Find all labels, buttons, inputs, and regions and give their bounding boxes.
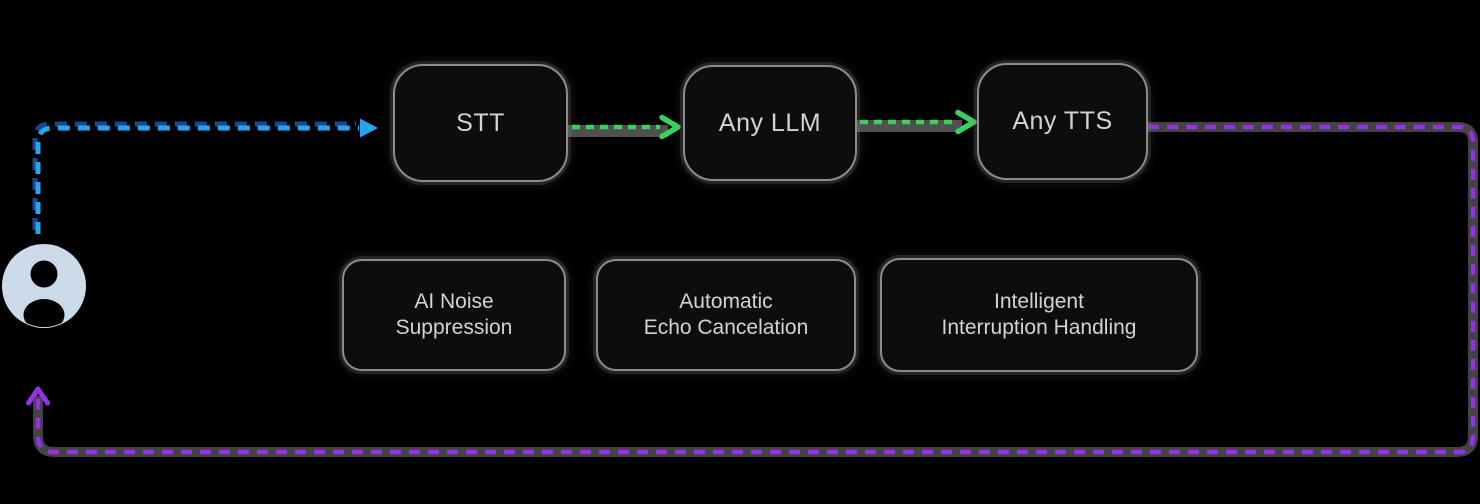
stt-to-llm-arrowhead-icon bbox=[659, 114, 681, 140]
feature-automatic-echo-cancelation: Automatic Echo Cancelation bbox=[596, 259, 856, 371]
user-to-stt-shadow bbox=[32, 121, 356, 230]
feature-ai-noise-suppression: AI Noise Suppression bbox=[342, 259, 566, 371]
user-avatar-icon bbox=[2, 244, 86, 328]
feature-echo-line1: Automatic bbox=[679, 290, 773, 313]
stt-to-llm-connector bbox=[558, 114, 681, 140]
tts-to-user-connector bbox=[26, 122, 1478, 457]
node-any-tts-label: Any TTS bbox=[1012, 107, 1113, 135]
feature-interrupt-line1: Intelligent bbox=[994, 290, 1084, 313]
tts-to-user-arrowhead-icon bbox=[26, 386, 50, 406]
feature-noise-line2: Suppression bbox=[395, 316, 513, 339]
feature-noise-line1: AI Noise bbox=[414, 290, 494, 313]
node-stt-label: STT bbox=[456, 108, 505, 137]
node-any-tts: Any TTS bbox=[977, 63, 1148, 180]
feature-interrupt-line2: Interruption Handling bbox=[941, 316, 1137, 339]
user-to-stt-connector bbox=[32, 118, 378, 234]
feature-intelligent-interruption-handling: Intelligent Interruption Handling bbox=[880, 258, 1198, 372]
user-avatar-body bbox=[23, 299, 65, 327]
user-to-stt-arrowhead-icon bbox=[360, 118, 378, 138]
node-stt: STT bbox=[393, 64, 568, 182]
user-avatar-head bbox=[30, 260, 58, 288]
llm-to-tts-arrowhead-icon bbox=[955, 109, 977, 135]
node-any-llm-label: Any LLM bbox=[718, 108, 822, 137]
tts-to-user-shadow-band bbox=[33, 122, 1478, 457]
user-to-stt-line bbox=[35, 125, 359, 234]
node-any-llm: Any LLM bbox=[683, 65, 857, 181]
llm-to-tts-connector bbox=[857, 109, 977, 135]
feature-echo-line2: Echo Cancelation bbox=[643, 316, 809, 339]
